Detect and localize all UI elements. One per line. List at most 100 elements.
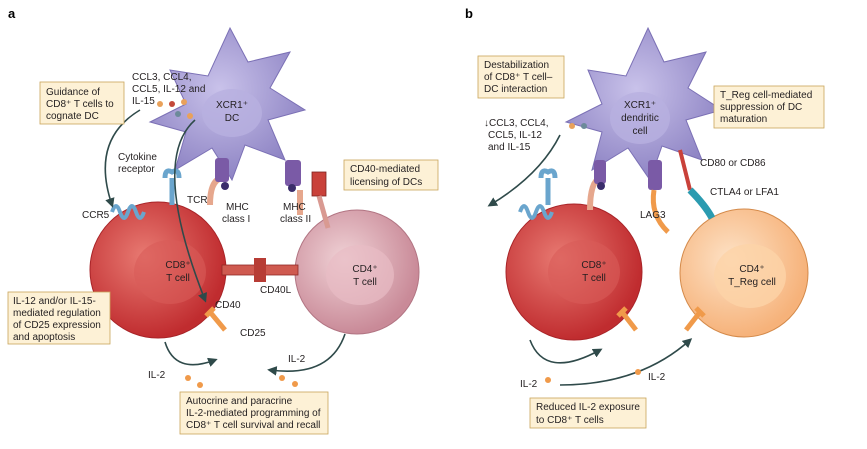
arrow-b-guidance bbox=[487, 134, 561, 207]
peptide-a2 bbox=[288, 184, 296, 192]
dc-nucleus-b bbox=[610, 92, 670, 144]
il2-label-a-left: IL-2 bbox=[148, 370, 166, 381]
box-il12-1: IL-12 and/or IL-15- bbox=[13, 296, 96, 307]
cd8-nucleus-b bbox=[548, 240, 620, 304]
dc-label-b-1: XCR1⁺ bbox=[624, 100, 656, 111]
arrow-cd25 bbox=[173, 119, 208, 303]
peptide-b bbox=[597, 182, 605, 190]
box-autocrine bbox=[179, 391, 329, 435]
mhc2-a bbox=[285, 160, 301, 186]
box-il12-4: and apoptosis bbox=[13, 332, 75, 343]
mhc2-label-1: MHC bbox=[283, 202, 306, 213]
arrow-b-il2-treg bbox=[559, 338, 693, 386]
cd40-label: CD40 bbox=[215, 300, 241, 311]
il2-label-a-right: IL-2 bbox=[288, 354, 306, 365]
chemokine-label-b-1: ↓CCL3, CCL4, bbox=[484, 118, 548, 129]
ctla4-label: CTLA4 or LFA1 bbox=[710, 187, 779, 198]
il2-dots-b bbox=[545, 369, 641, 383]
ctla4-receptor bbox=[687, 187, 716, 220]
chemokine-label-b-2: CCL5, IL-12 bbox=[488, 130, 542, 141]
box-guidance-1: Guidance of bbox=[46, 87, 100, 98]
cytokine-receptor-a bbox=[162, 168, 182, 205]
chemokine-dots-b bbox=[569, 123, 587, 129]
arrow-b-il2-auto bbox=[529, 339, 603, 364]
treg-label-1: CD4⁺ bbox=[739, 264, 764, 275]
cd40l-label: CD40L bbox=[260, 285, 292, 296]
peptide-a1 bbox=[221, 182, 229, 190]
cd40l-stem bbox=[316, 195, 331, 229]
cd4-label-a-2: T cell bbox=[353, 277, 377, 288]
mhc2-b bbox=[648, 160, 662, 190]
chemokine-label-a-3: IL-15 bbox=[132, 96, 155, 107]
box-treg bbox=[713, 85, 825, 129]
treg-label-2: T_Reg cell bbox=[728, 277, 776, 288]
box-il12-3: of CD25 expression bbox=[13, 320, 101, 331]
box-reduced bbox=[529, 397, 647, 429]
lag3-label: LAG3 bbox=[640, 210, 666, 221]
chemokine-label-a-1: CCL3, CCL4, bbox=[132, 72, 191, 83]
chemokine-label-a-2: CCL5, IL-12 and bbox=[132, 84, 205, 95]
mhc1-label-1: MHC bbox=[226, 202, 249, 213]
cd25-label: CD25 bbox=[240, 328, 266, 339]
box-licensing bbox=[343, 159, 439, 191]
box-reduced-1: Reduced IL-2 exposure bbox=[536, 402, 640, 413]
box-guidance-2: CD8⁺ T cells to bbox=[46, 99, 114, 110]
il2-label-b-left: IL-2 bbox=[520, 379, 538, 390]
arrow-guidance bbox=[104, 109, 141, 208]
dc-label-b-3: cell bbox=[632, 126, 647, 137]
dc-label-a-2: DC bbox=[225, 113, 239, 124]
panel-a-label: a bbox=[8, 6, 16, 21]
chemokine-dots-a bbox=[157, 99, 193, 119]
cd25-receptor-treg bbox=[684, 306, 706, 332]
box-destab-1: Destabilization bbox=[484, 60, 549, 71]
cd8-label-b-1: CD8⁺ bbox=[581, 260, 606, 271]
box-destab-3: DC interaction bbox=[484, 84, 547, 95]
dc-nucleus-a bbox=[202, 89, 262, 137]
cytokine-receptor-b bbox=[538, 168, 558, 205]
dc-label-b-2: dendritic bbox=[621, 113, 659, 124]
box-autocrine-2: IL-2-mediated programming of bbox=[186, 408, 321, 419]
mhc2-label-2: class II bbox=[280, 214, 311, 225]
ccr5-receptor-b bbox=[518, 204, 554, 220]
box-destab bbox=[477, 55, 565, 99]
cd8-label-a-2: T cell bbox=[166, 273, 190, 284]
arrow-il2-auto bbox=[164, 341, 218, 367]
cd8-label-a-1: CD8⁺ bbox=[165, 260, 190, 271]
mhc1-a bbox=[215, 158, 229, 182]
box-autocrine-3: CD8⁺ T cell survival and recall bbox=[186, 420, 320, 431]
panel-b-label: b bbox=[465, 6, 473, 21]
mhc1-b bbox=[594, 160, 606, 184]
box-il12-2: mediated regulation bbox=[13, 308, 101, 319]
cd8-label-b-2: T cell bbox=[582, 273, 606, 284]
ccr5-label: CCR5 bbox=[82, 210, 110, 221]
box-treg-1: T_Reg cell-mediated bbox=[720, 90, 812, 101]
cd25-receptor bbox=[204, 306, 227, 332]
il2-dots-a bbox=[185, 375, 298, 388]
cd40-receptor bbox=[254, 258, 266, 282]
box-licensing-2: licensing of DCs bbox=[350, 177, 422, 188]
box-reduced-2: to CD8⁺ T cells bbox=[536, 415, 604, 426]
box-treg-3: maturation bbox=[720, 114, 767, 125]
cd8-nucleus-a bbox=[134, 240, 206, 304]
box-guidance bbox=[39, 81, 125, 125]
cd4-nucleus-a bbox=[326, 245, 394, 305]
box-guidance-3: cognate DC bbox=[46, 111, 99, 122]
box-il12 bbox=[7, 291, 111, 345]
box-autocrine-1: Autocrine and paracrine bbox=[186, 396, 293, 407]
cd4-label-a-1: CD4⁺ bbox=[352, 264, 377, 275]
arrow-il2-para bbox=[267, 333, 346, 376]
il2-label-b-right: IL-2 bbox=[648, 372, 666, 383]
box-destab-2: of CD8⁺ T cell– bbox=[484, 72, 553, 83]
box-licensing-1: CD40-mediated bbox=[350, 164, 420, 175]
box-treg-2: suppression of DC bbox=[720, 102, 802, 113]
cd80-receptor bbox=[678, 149, 692, 191]
lag3-receptor bbox=[650, 189, 670, 234]
cd40-dc bbox=[311, 171, 327, 197]
tcr-label: TCR bbox=[187, 195, 208, 206]
dc-label-a-1: XCR1⁺ bbox=[216, 100, 248, 111]
cytokine-receptor-label-1: Cytokine bbox=[118, 152, 157, 163]
ccr5-receptor bbox=[110, 204, 146, 220]
cytokine-receptor-label-2: receptor bbox=[118, 164, 155, 175]
cd25-receptor-b bbox=[616, 306, 638, 332]
chemokine-label-b-3: and IL-15 bbox=[488, 142, 531, 153]
